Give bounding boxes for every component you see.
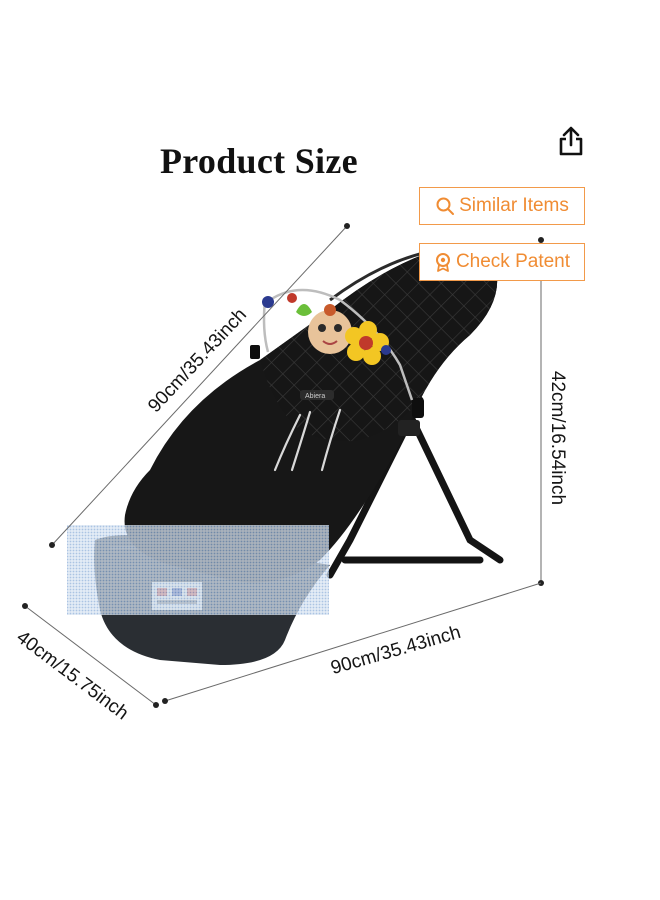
dimension-lines <box>22 223 544 708</box>
check-patent-button[interactable]: Check Patent <box>419 243 585 281</box>
share-button[interactable] <box>552 122 590 160</box>
check-patent-label: Check Patent <box>455 251 571 272</box>
share-icon <box>559 126 583 156</box>
search-icon <box>436 197 455 215</box>
page-title: Product Size <box>160 141 358 181</box>
toy-bar <box>262 288 414 401</box>
similar-items-label: Similar Items <box>459 195 569 216</box>
patent-icon <box>435 253 450 272</box>
svg-text:Abiera: Abiera <box>305 393 325 400</box>
dimension-height-label: 42cm/16.54inch <box>547 370 568 506</box>
similar-items-button[interactable]: Similar Items <box>419 187 585 225</box>
selection-overlay <box>67 525 329 615</box>
